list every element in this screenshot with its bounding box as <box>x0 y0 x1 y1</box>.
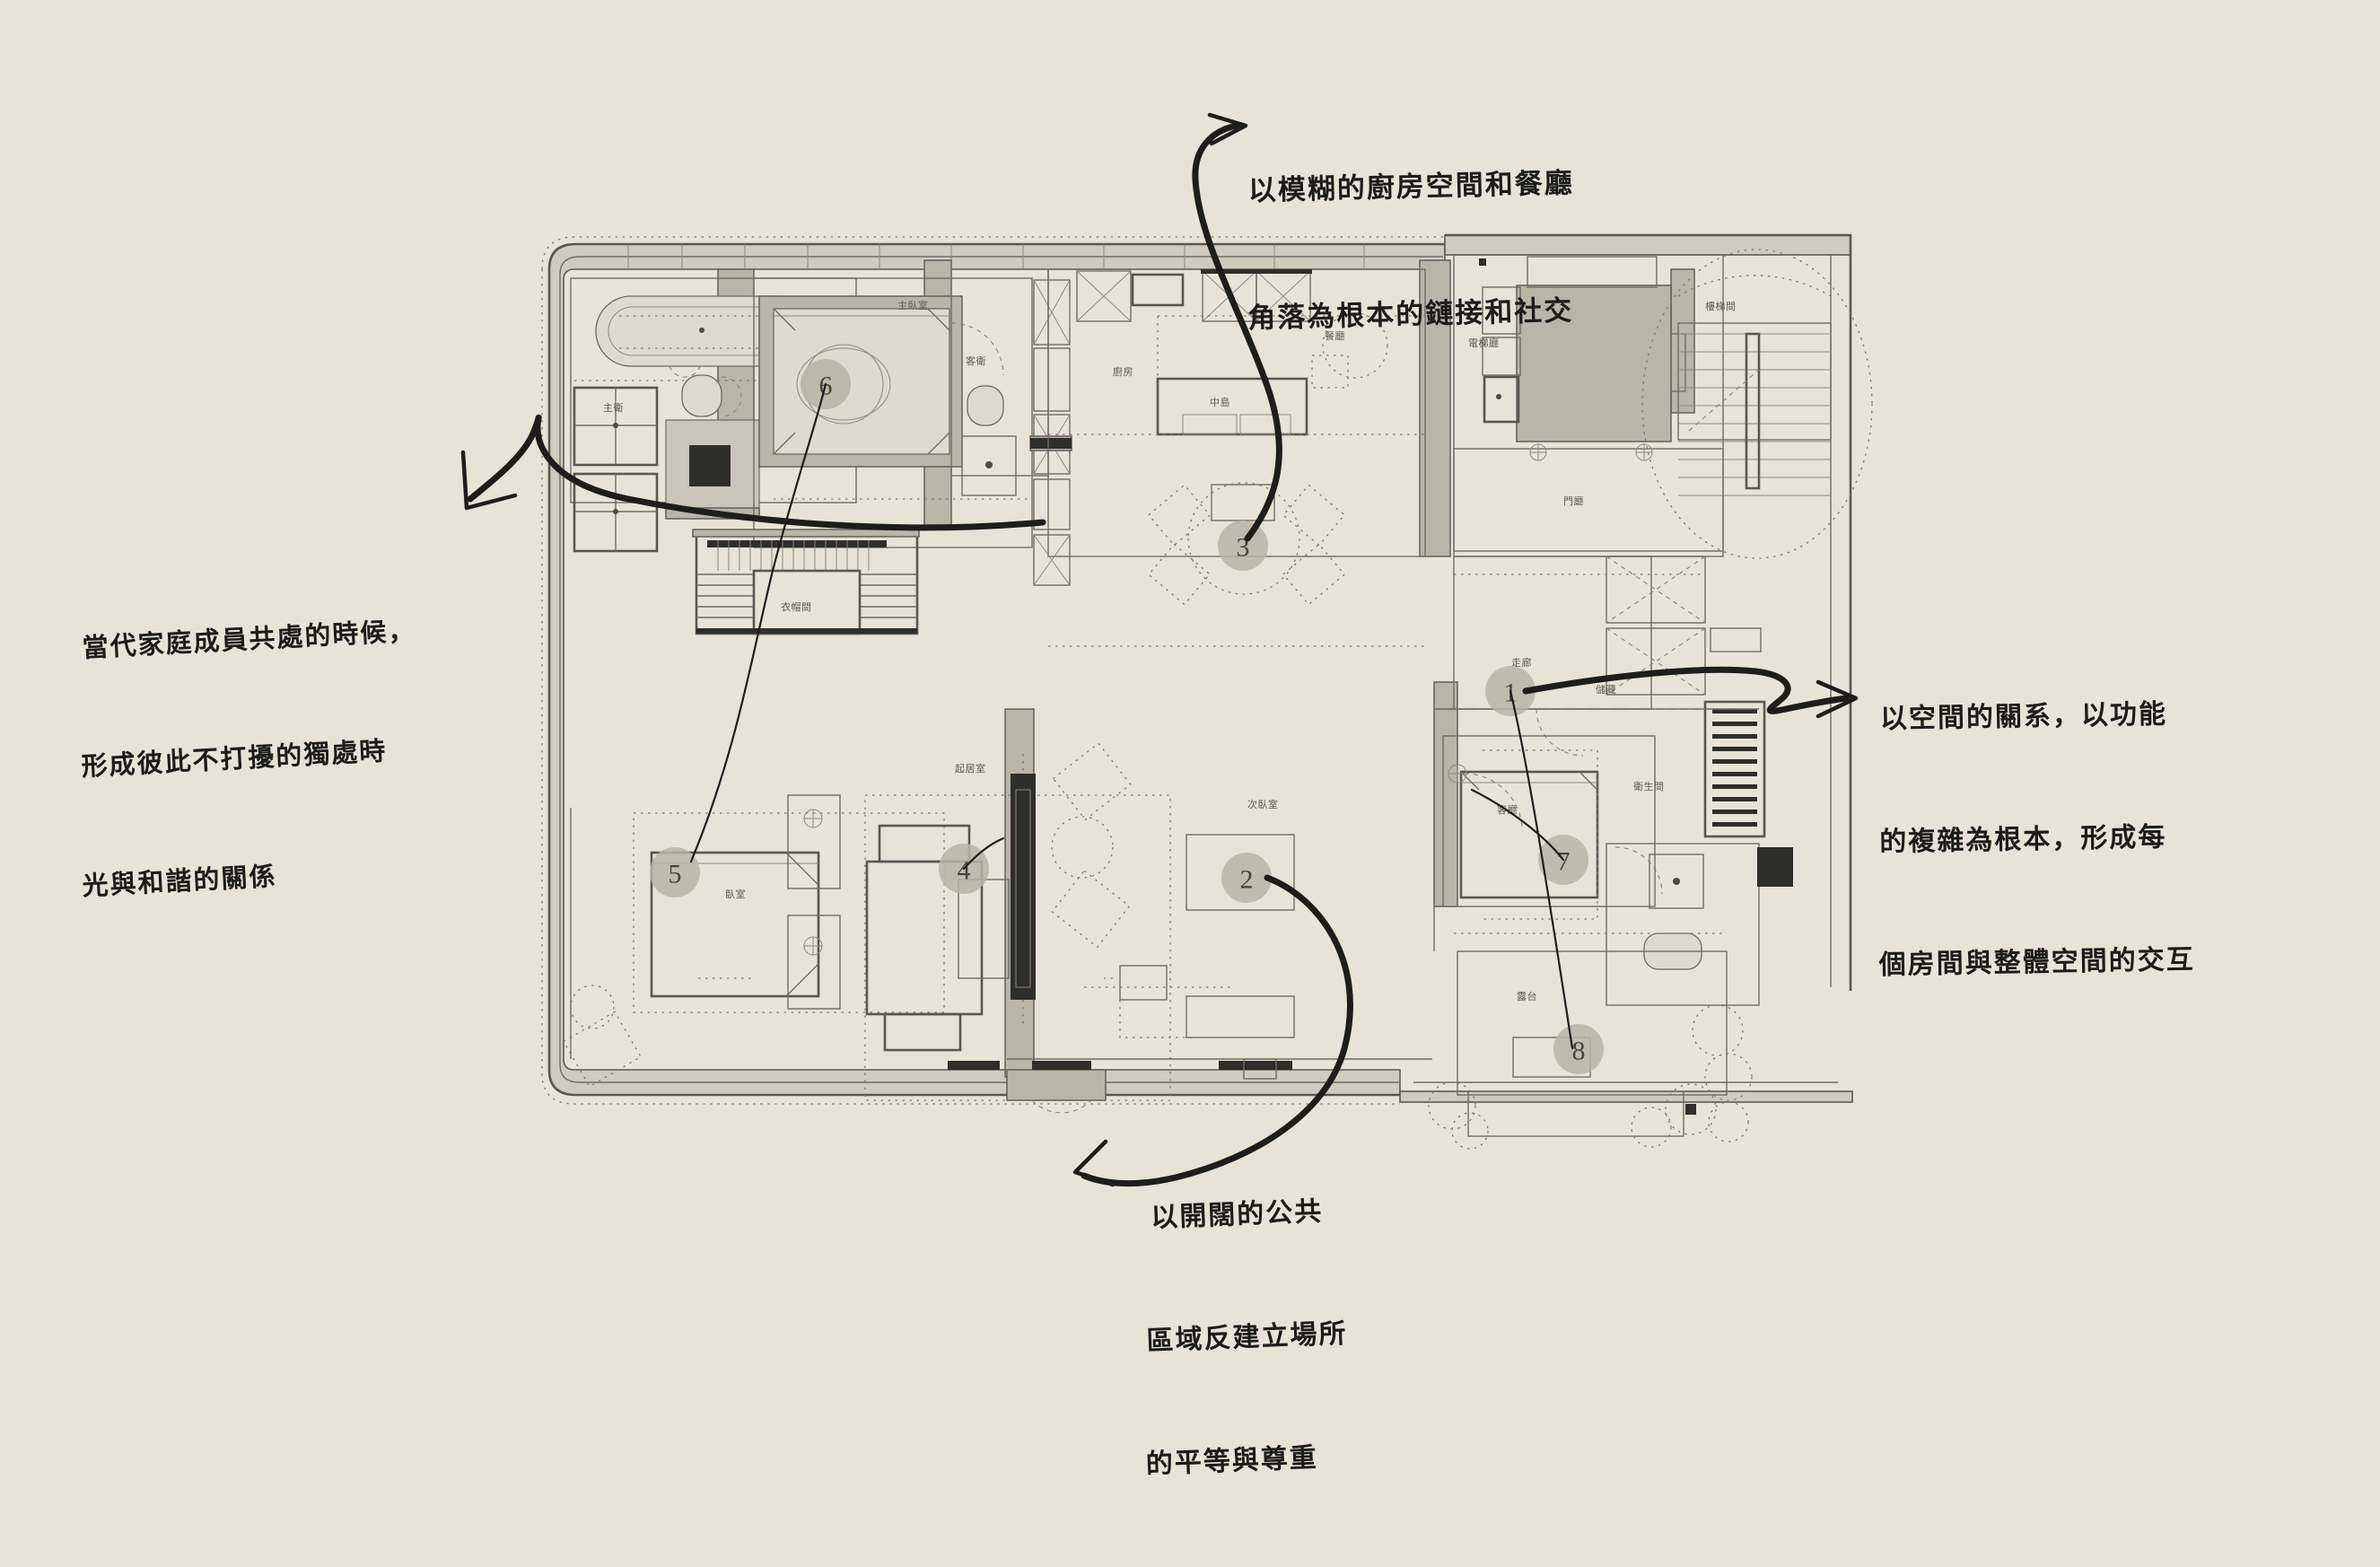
marker-5[interactable]: 5 <box>650 847 700 897</box>
room-label: 露台 <box>1517 990 1537 1002</box>
annotation-right: 以空間的關系，以功能 的複雜為根本，形成每 個房間與整體空間的交互 <box>1878 612 2197 1067</box>
dining-area: 餐廳 <box>1148 312 1388 606</box>
marker-label: 8 <box>1572 1037 1586 1066</box>
plan-canvas: 主衛 主臥室 衣帽間 <box>77 78 2197 1480</box>
room-label: 客衛 <box>966 355 986 367</box>
annotation-right-line-3: 個房間與整體空間的交互 <box>1878 943 2196 981</box>
room-label: 主衛 <box>603 402 624 414</box>
marker-8[interactable]: 8 <box>1553 1024 1604 1074</box>
leader-line-7 <box>1470 788 1565 862</box>
room-label: 樓梯間 <box>1705 300 1737 312</box>
annotation-bottom: 以開闊的公共 區域反建立場所 的平等與尊重 <box>1145 1109 1356 1566</box>
room-label: 餐廳 <box>1325 329 1345 342</box>
annotation-bottom-line-3: 的平等與尊重 <box>1145 1441 1319 1481</box>
living-area: 起居室 次臥室 <box>864 742 1295 1101</box>
room-label: 臥室 <box>725 888 746 900</box>
lower-corridor <box>948 1058 1292 1114</box>
annotation-right-line-2: 的複雜為根本，形成每 <box>1879 821 2167 858</box>
arrow-left <box>460 414 1046 531</box>
annotation-left: 當代家庭成員共處的時候， 形成彼此不打擾的獨處時 光與和諧的關係 <box>77 532 433 985</box>
marker-label: 4 <box>958 856 971 886</box>
room-label: 中島 <box>1210 396 1230 408</box>
annotation-left-line-1: 當代家庭成員共處的時候， <box>81 615 417 663</box>
annotation-bottom-line-1: 以開闊的公共 <box>1150 1195 1324 1235</box>
room-label: 起居室 <box>955 762 986 775</box>
annotation-top-line-2: 角落為根本的鏈接和社交 <box>1247 293 1574 335</box>
annotation-left-line-3: 光與和諧的關係 <box>81 860 278 901</box>
annotation-right-line-1: 以空間的關系，以功能 <box>1879 698 2168 736</box>
master-bathroom: 主衛 <box>570 277 857 553</box>
room-label: 走廊 <box>1511 656 1532 669</box>
leader-line-4 <box>962 836 1005 871</box>
annotation-top: 以模糊的廚房空間和餐廳 角落為根本的鏈接和社交 <box>1246 78 1579 425</box>
marker-label: 2 <box>1240 865 1254 895</box>
annotation-left-line-2: 形成彼此不打擾的獨處時 <box>80 735 389 783</box>
room-label: 電梯廳 <box>1468 337 1500 349</box>
arrow-right <box>1522 666 1859 719</box>
leader-line-6 <box>689 382 827 863</box>
entry-core: 電梯廳 樓梯間 門廳 <box>1453 249 1873 559</box>
room-label: 衛生間 <box>1633 780 1665 792</box>
room-label: 衣帽間 <box>781 600 812 613</box>
room-label: 儲藏 <box>1596 684 1616 696</box>
room-label: 廚房 <box>1113 365 1133 378</box>
wardrobe-and-stair: 衣帽間 <box>692 529 920 635</box>
annotation-bottom-line-2: 區域反建立場所 <box>1145 1318 1349 1358</box>
leader-line-1-8 <box>1509 689 1574 1050</box>
annotation-top-line-1: 以模糊的廚房空間和餐廳 <box>1247 167 1575 208</box>
floor-plan-drawing: 主衛 主臥室 衣帽間 <box>541 233 1873 1150</box>
annotation-arrows <box>460 112 1859 1187</box>
terrace: 露台 <box>563 950 1753 1150</box>
room-label: 主臥室 <box>897 299 929 311</box>
marker-2[interactable]: 2 <box>1221 853 1272 903</box>
arrow-top <box>1192 112 1282 542</box>
master-bedroom: 主臥室 <box>753 277 1033 548</box>
room-label: 門廳 <box>1563 495 1584 507</box>
guest-wc: 客衛 <box>950 268 1049 496</box>
arrow-bottom <box>1072 874 1353 1187</box>
bedroom-lower-left: 臥室 <box>633 794 945 1013</box>
marker-label: 5 <box>669 860 682 889</box>
room-label: 次臥室 <box>1247 798 1279 810</box>
zone-guides <box>570 315 1759 1060</box>
building-envelope <box>541 233 1853 1105</box>
